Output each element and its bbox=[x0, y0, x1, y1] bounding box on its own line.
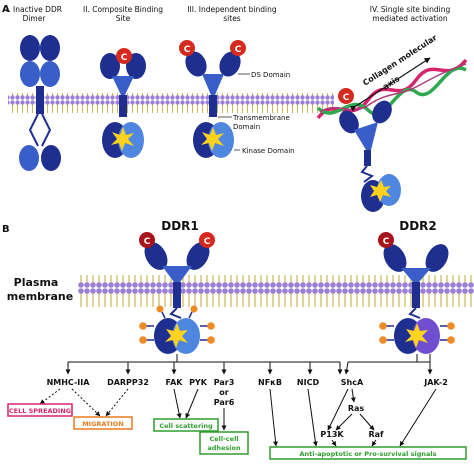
node-shca: ShcA bbox=[341, 378, 364, 387]
svg-text:adhesion: adhesion bbox=[207, 444, 241, 452]
svg-text:C: C bbox=[184, 45, 191, 55]
stage3-label-line2: sites bbox=[223, 14, 241, 23]
stage4-receptor bbox=[339, 100, 401, 212]
svg-text:MIGRATION: MIGRATION bbox=[82, 420, 124, 428]
svg-text:C: C bbox=[343, 93, 350, 103]
node-par-line3: Par6 bbox=[214, 398, 235, 407]
kinase-star-icon bbox=[201, 127, 224, 151]
panel-a-letter: A bbox=[2, 4, 10, 15]
ddr1-signal-lines bbox=[65, 354, 343, 375]
plasma-membrane-label-line1: Plasma bbox=[14, 276, 59, 289]
stage4-label-line2: mediated activation bbox=[372, 14, 447, 23]
svg-text:Cell-cell: Cell-cell bbox=[209, 435, 238, 443]
stage1-inactive-dimer bbox=[19, 35, 61, 171]
stage3-c-ligand-left: C bbox=[179, 40, 195, 56]
outcome-cell-scattering: Cell scattering bbox=[153, 418, 219, 432]
tm-domain-label-line2: Domain bbox=[233, 123, 260, 131]
outcome-survival-signals: Anti-apoptotic or Pro-survival signals bbox=[269, 446, 467, 460]
stage4-c-ligand: C bbox=[338, 88, 354, 104]
kinase-star-icon bbox=[405, 323, 428, 348]
ddr2-phospho-sites bbox=[379, 322, 455, 344]
ddr1-c-ligand-left: C bbox=[139, 232, 155, 248]
stage2-label-line2: Site bbox=[116, 14, 131, 23]
node-pyk: PYK bbox=[189, 378, 208, 387]
svg-text:C: C bbox=[383, 237, 390, 247]
stage1-label-line2: Dimer bbox=[23, 14, 47, 23]
node-nicd: NICD bbox=[297, 378, 320, 387]
kinase-star-icon bbox=[165, 323, 188, 348]
node-par-line1: Par3 bbox=[214, 378, 235, 387]
ddr1-phospho-sites bbox=[139, 305, 215, 344]
svg-text:C: C bbox=[204, 237, 211, 247]
ddr2-title: DDR2 bbox=[399, 219, 437, 233]
panel-a-membrane bbox=[8, 93, 334, 113]
stage3-independent-receptor bbox=[185, 51, 241, 158]
ddr1-receptor bbox=[144, 242, 210, 354]
ds-domain-label: DS Domain bbox=[251, 71, 290, 79]
stage3-label-line1: III. Independent binding bbox=[187, 5, 277, 14]
node-nmhc-iia: NMHC-IIA bbox=[47, 378, 91, 387]
svg-text:C: C bbox=[235, 45, 242, 55]
outcome-migration: MIGRATION bbox=[73, 416, 133, 430]
ddr2-c-ligand: C bbox=[378, 232, 394, 248]
node-fak: FAK bbox=[166, 378, 184, 387]
outcome-cell-adhesion: Cell-cell adhesion bbox=[199, 431, 249, 455]
ddr1-title: DDR1 bbox=[161, 219, 199, 233]
panel-b-letter: B bbox=[2, 224, 10, 235]
ddr1-c-ligand-right: C bbox=[199, 232, 215, 248]
collagen-axis-arrow bbox=[349, 57, 431, 112]
node-jak2: JAK-2 bbox=[423, 378, 448, 387]
plasma-membrane-label-line2: membrane bbox=[7, 290, 73, 303]
svg-text:Anti-apoptotic or Pro-survival: Anti-apoptotic or Pro-survival signals bbox=[299, 450, 436, 458]
svg-text:CELL SPREADING: CELL SPREADING bbox=[9, 407, 71, 415]
stage3-c-ligand-right: C bbox=[230, 40, 246, 56]
stage2-label-line1: II. Composite Binding bbox=[83, 5, 163, 14]
outcome-cell-spreading: CELL SPREADING bbox=[7, 403, 73, 417]
node-par-line2: or bbox=[219, 388, 228, 397]
panel-b-membrane bbox=[78, 275, 474, 307]
node-darpp32: DARPP32 bbox=[107, 378, 149, 387]
svg-text:Cell scattering: Cell scattering bbox=[159, 422, 213, 430]
kinase-domain-label: Kinase Domain bbox=[242, 147, 295, 155]
stage4-label-line1: IV. Single site binding bbox=[370, 5, 451, 14]
stage2-c-ligand: C bbox=[116, 48, 132, 64]
kinase-star-icon bbox=[111, 127, 134, 151]
svg-text:C: C bbox=[144, 237, 151, 247]
stage1-label-line1: I. Inactive DDR bbox=[6, 5, 62, 14]
node-nfkb: NFκB bbox=[258, 378, 282, 387]
ddr2-receptor bbox=[383, 244, 449, 354]
tm-domain-label-line1: Transmembrane bbox=[232, 114, 290, 122]
svg-text:C: C bbox=[121, 53, 128, 63]
ddr2-signal-lines bbox=[344, 354, 433, 375]
node-raf: Raf bbox=[368, 430, 384, 439]
kinase-star-icon bbox=[370, 180, 391, 202]
node-ras: Ras bbox=[348, 404, 365, 413]
node-p13k: P13K bbox=[320, 430, 344, 439]
downstream-arrows bbox=[39, 388, 437, 447]
